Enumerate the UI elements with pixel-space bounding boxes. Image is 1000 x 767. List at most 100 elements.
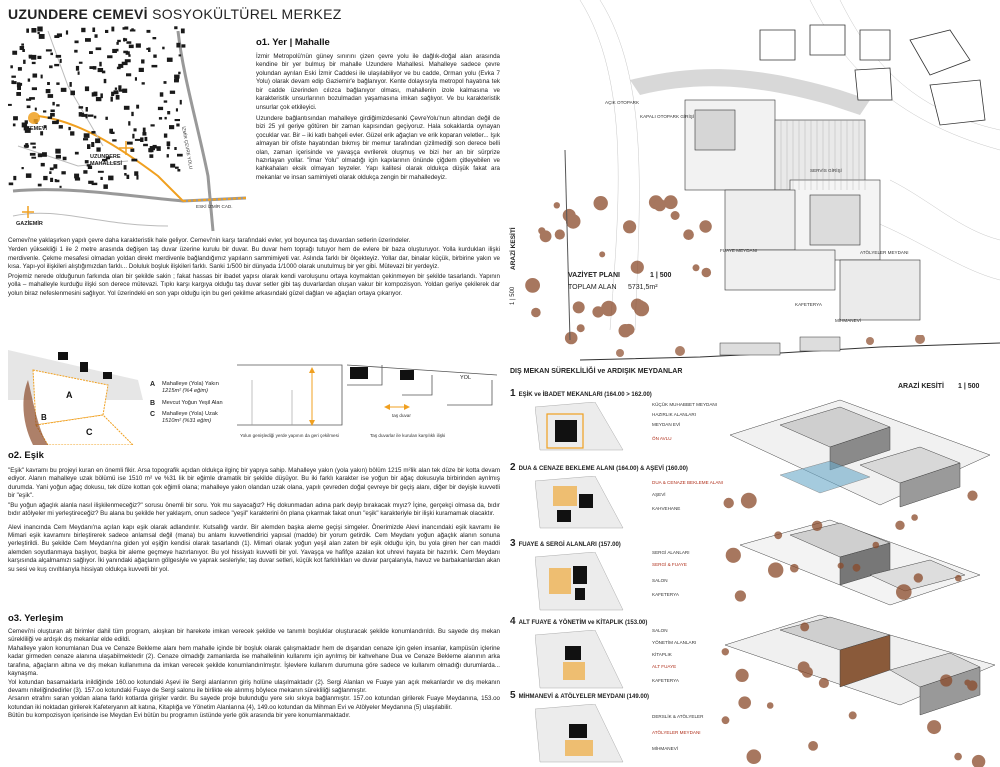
legend-key: B <box>150 399 156 407</box>
map-building <box>43 110 47 113</box>
map-building <box>23 126 29 131</box>
map-building <box>12 81 17 85</box>
map-building <box>29 97 35 100</box>
map-building <box>59 185 62 188</box>
map-building <box>142 127 146 133</box>
step-label: MİHMANEVİ <box>652 746 679 751</box>
map-building <box>49 171 52 174</box>
tree-icon <box>766 702 774 709</box>
section1-para: İzmir Metropolü'nün güney sınırını çizen… <box>256 53 500 111</box>
map-building <box>42 152 47 157</box>
map-building <box>142 132 147 136</box>
step-title-text: MİHMANEVİ & ATÖLYELER MEYDANI (149.00) <box>518 694 650 700</box>
map-building <box>133 128 137 132</box>
section1-text: İzmir Metropolü'nün güney sınırını çizen… <box>256 53 500 185</box>
map-building <box>11 80 14 84</box>
map-building <box>146 29 151 33</box>
legend-item-b: B Mevcut Yoğun Yeşil Alan <box>150 400 240 407</box>
plan-label-kafeterya: KAFETERYA <box>795 302 822 307</box>
map-building <box>37 55 42 59</box>
map-building <box>55 179 60 183</box>
map-building <box>16 82 21 88</box>
map-building <box>123 50 128 54</box>
map-building <box>12 50 18 55</box>
site-plan-scale: 1 | 500 <box>650 272 672 279</box>
map-building <box>16 92 21 96</box>
section3-heading: o3. Yerleşim <box>8 613 64 624</box>
map-building <box>21 167 24 170</box>
section1-continued: Cemevi'ne yaklaşırken yapılı çevre daha … <box>8 237 500 301</box>
map-building <box>13 175 17 181</box>
step-label: ATÖLYELER MEYDANI <box>652 730 701 735</box>
title-bold: UZUNDERE CEMEVİ <box>8 6 148 22</box>
map-building <box>134 138 141 141</box>
map-building <box>84 86 90 92</box>
map-building <box>34 107 37 111</box>
map-building <box>101 70 106 74</box>
map-building <box>50 109 55 113</box>
plan-label-acik-otopark: AÇIK OTOPARK <box>605 100 640 105</box>
step-5-diagram <box>535 704 624 763</box>
section3-para: Yol kotundan basamaklarla inildiğinde 16… <box>8 678 500 694</box>
street-label-tas-duvar: taş duvar <box>392 413 411 418</box>
map-building <box>114 87 118 90</box>
tree-icon <box>895 520 905 530</box>
map-building <box>95 47 102 51</box>
map-building <box>92 27 96 32</box>
map-building <box>169 90 176 94</box>
map-building <box>43 175 48 181</box>
map-building <box>178 54 182 57</box>
title-light: SOSYOKÜLTÜREL MERKEZ <box>152 6 342 22</box>
legend-label: Mevcut Yoğun Yeşil Alan <box>162 399 223 406</box>
map-building <box>105 29 109 33</box>
map-building <box>177 169 181 172</box>
map-building <box>157 106 164 111</box>
map-building <box>28 56 33 59</box>
map-building <box>105 156 110 160</box>
section3-para: Mahalleye yakın konumlanan Dua ve Cenaze… <box>8 644 500 678</box>
map-building <box>27 78 31 82</box>
tree-icon <box>774 531 783 540</box>
legend-label: Mahalleye (Yola) Yakın <box>162 381 219 387</box>
site-plan-svg <box>525 0 1000 345</box>
section2-text: "Eşik" kavramı bu projeyi kuran en öneml… <box>8 467 500 577</box>
tree-icon <box>971 754 986 767</box>
map-building <box>116 41 119 45</box>
map-building <box>49 65 53 69</box>
map-label-eski-izmir: ESKİ İZMİR CAD. <box>196 204 233 209</box>
step-label: DERSLİK & ATÖLYELER <box>652 714 704 719</box>
map-building <box>31 28 37 33</box>
map-building <box>53 164 58 169</box>
map-building <box>153 54 157 58</box>
map-building <box>47 82 50 85</box>
map-building <box>68 126 71 131</box>
map-building <box>174 147 177 150</box>
tree-icon <box>553 202 560 209</box>
map-building <box>163 81 167 84</box>
map-building <box>108 175 114 181</box>
map-building <box>156 146 161 151</box>
map-building <box>149 154 154 158</box>
map-building <box>78 112 83 117</box>
map-building <box>163 133 168 138</box>
map-building <box>123 105 130 110</box>
map-building <box>31 54 37 60</box>
map-building <box>38 34 45 39</box>
step-label: SALON <box>652 628 668 633</box>
map-building <box>37 26 43 32</box>
map-building <box>84 160 89 164</box>
map-building <box>23 144 29 148</box>
map-building <box>49 167 54 171</box>
legend-sub: 1215m² (%4 eğim) <box>162 388 209 395</box>
street-diagram: taş duvar YOL <box>232 345 500 435</box>
map-building <box>89 66 95 69</box>
map-building <box>174 74 180 79</box>
step-title-text: EŞİK ve İBADET MEKANLARI (164.00 > 162.0… <box>518 392 652 398</box>
site-plan-title: VAZİYET PLANI <box>568 272 620 279</box>
tree-icon <box>967 490 978 501</box>
map-label-cemevi: CEMEVİ <box>26 126 48 132</box>
tree-icon <box>683 229 694 240</box>
tree-icon <box>746 749 762 764</box>
map-building <box>31 87 37 91</box>
